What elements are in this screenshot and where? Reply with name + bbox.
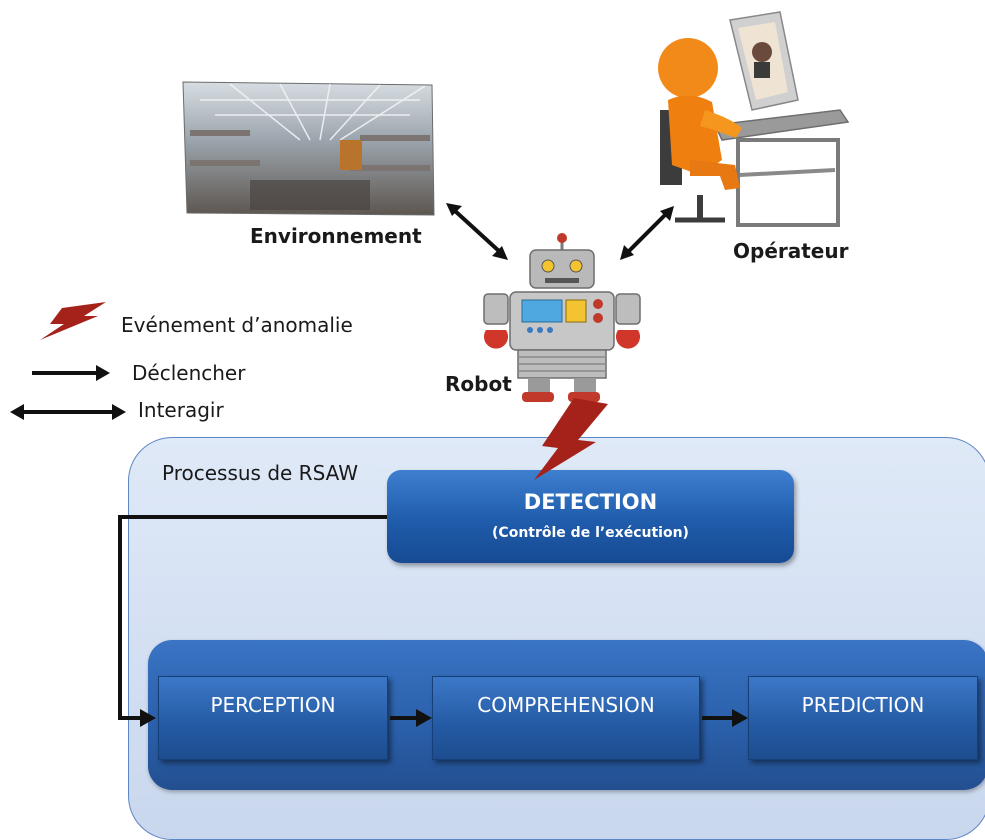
comprehension-box: COMPREHENSION [432,676,700,760]
comprehension-label: COMPREHENSION [477,693,655,717]
detection-title: DETECTION [523,490,658,514]
operator-label: Opérateur [733,239,849,263]
legend-interact-label: Interagir [138,398,224,422]
detection-subtitle: (Contrôle de l’exécution) [492,525,689,541]
prediction-label: PREDICTION [801,693,925,717]
detection-box: DETECTION (Contrôle de l’exécution) [387,470,794,563]
perception-box: PERCEPTION [158,676,388,760]
process-title: Processus de RSAW [162,461,359,485]
legend-anomaly-label: Evénement d’anomalie [121,313,353,337]
prediction-box: PREDICTION [748,676,978,760]
legend-trigger-label: Déclencher [132,361,246,385]
environment-label: Environnement [250,224,422,248]
robot-label: Robot [445,372,512,396]
perception-label: PERCEPTION [210,693,336,717]
